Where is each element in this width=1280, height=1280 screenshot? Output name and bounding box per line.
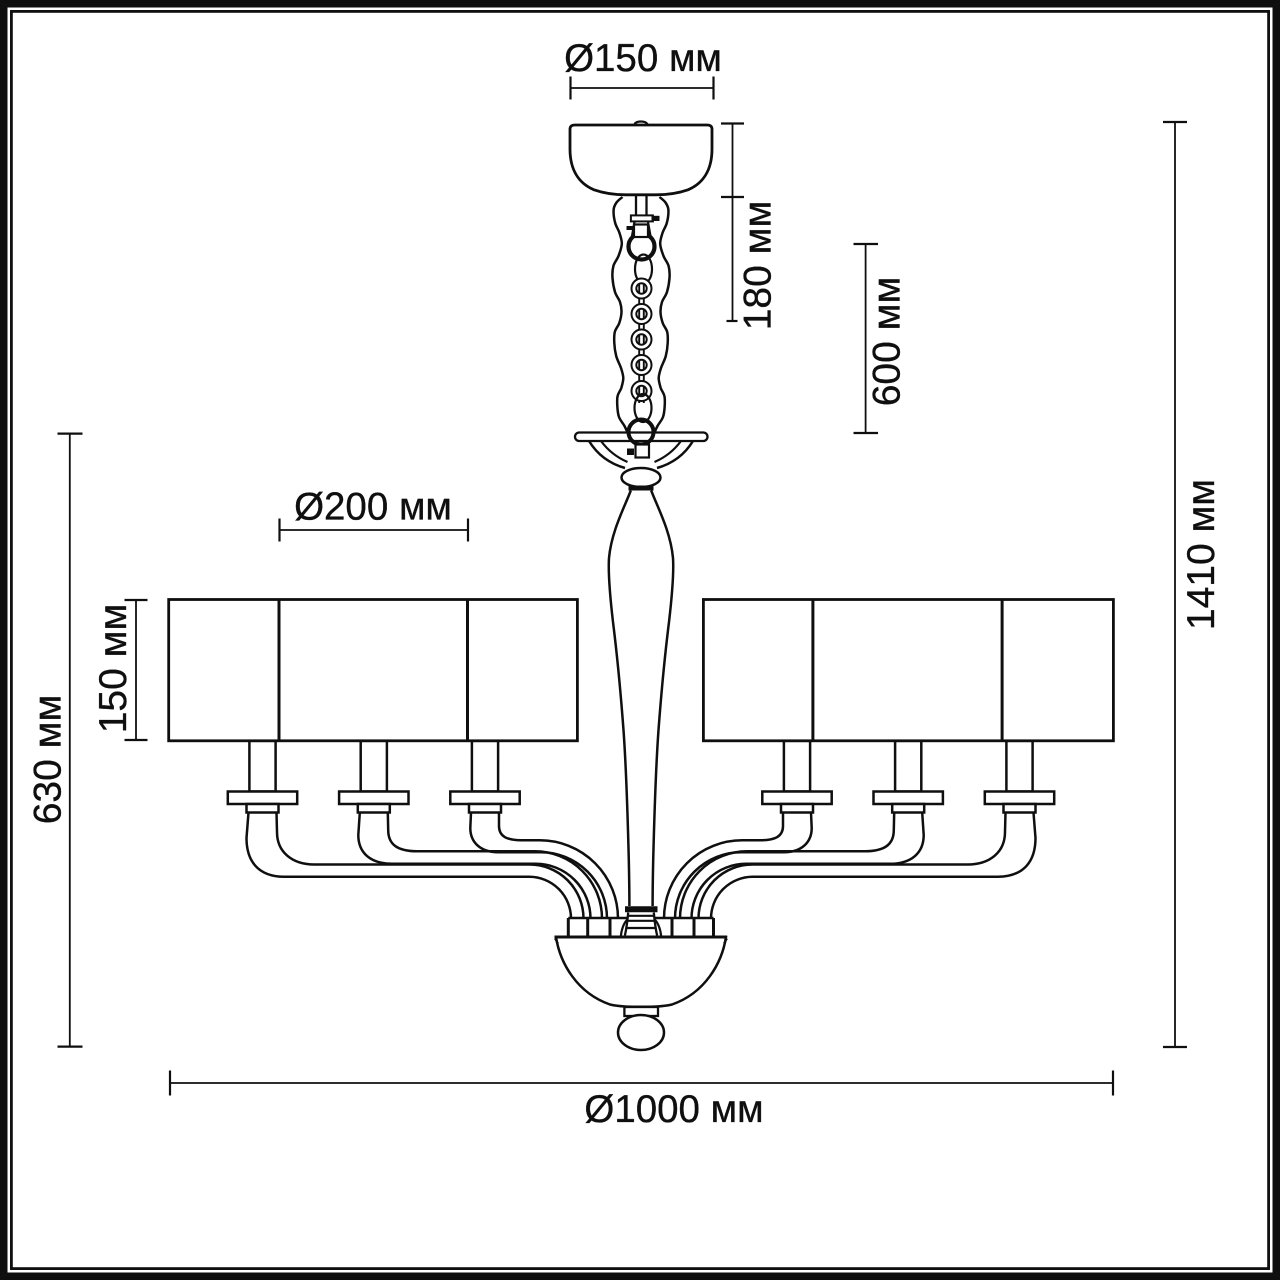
svg-text:Ø200 мм: Ø200 мм [294,486,452,529]
svg-text:630 мм: 630 мм [27,695,70,825]
svg-text:1410 мм: 1410 мм [1180,479,1223,630]
svg-text:150 мм: 150 мм [92,604,135,734]
svg-text:180 мм: 180 мм [737,201,780,331]
svg-text:Ø150 мм: Ø150 мм [564,37,722,80]
svg-text:600 мм: 600 мм [866,277,909,407]
svg-text:Ø1000 мм: Ø1000 мм [584,1088,763,1131]
